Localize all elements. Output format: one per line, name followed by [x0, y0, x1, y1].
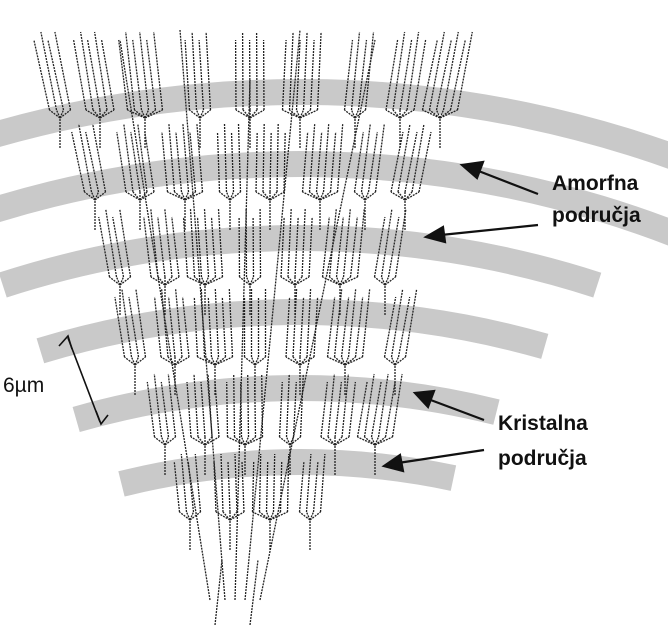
chain-strand [321, 437, 335, 445]
chain-strand [191, 437, 205, 445]
chain-strand [215, 560, 222, 625]
arrow-crystalline-2 [398, 450, 484, 463]
crystalline-band [73, 375, 500, 432]
crystalline-label-line1: Kristalna [498, 412, 588, 435]
chain-strand [161, 357, 175, 365]
chain-strand [277, 124, 278, 192]
amorphous-label-line2: područja [552, 204, 641, 227]
chain-strand [307, 512, 311, 520]
chain-strand [295, 277, 309, 285]
amorphous-label-line1: Amorfna [552, 172, 639, 195]
chain-strand [335, 437, 349, 445]
chain-strand [175, 357, 189, 365]
chain-strand [405, 192, 419, 200]
chain-strand [165, 277, 179, 285]
chain-strand [55, 32, 71, 110]
chain-strand [132, 357, 136, 365]
chain-strand [197, 110, 201, 118]
chain-strand [162, 437, 166, 445]
chain-strand [382, 277, 386, 285]
chain-strand [287, 437, 291, 445]
crystalline-label-line2: područja [498, 447, 587, 470]
chain-strand [263, 124, 264, 192]
chain-strand [117, 277, 121, 285]
crystalline-band [0, 225, 601, 297]
chain-strand [250, 560, 258, 625]
chain-strand [300, 357, 314, 365]
arrow-amorphous-2 [441, 225, 538, 235]
chain-strand [81, 32, 93, 110]
chain-strand [140, 192, 154, 200]
crystalline-band [118, 449, 456, 497]
chain-strand [34, 40, 50, 110]
chain-strand [227, 382, 228, 437]
chain-strand [270, 192, 284, 200]
chain-strand [286, 357, 300, 365]
chain-strand [247, 277, 251, 285]
chain-strand [252, 357, 256, 365]
chain-strand [126, 192, 140, 200]
chain-strand [400, 110, 414, 118]
chain-strand [250, 110, 264, 118]
chain-strand [281, 277, 295, 285]
chain-strand [352, 110, 356, 118]
chain-strand [187, 512, 191, 520]
chain-strand [48, 40, 64, 110]
chain-strand [227, 192, 231, 200]
chain-strand [362, 192, 366, 200]
crystalline-band [37, 299, 549, 363]
chain-strand [392, 357, 396, 365]
chain-strand [236, 110, 250, 118]
chain-strand [256, 192, 270, 200]
chain-strand [255, 382, 256, 437]
chain-strand [386, 110, 400, 118]
scale-label: 6µm [3, 374, 44, 397]
chain-strand [391, 192, 405, 200]
